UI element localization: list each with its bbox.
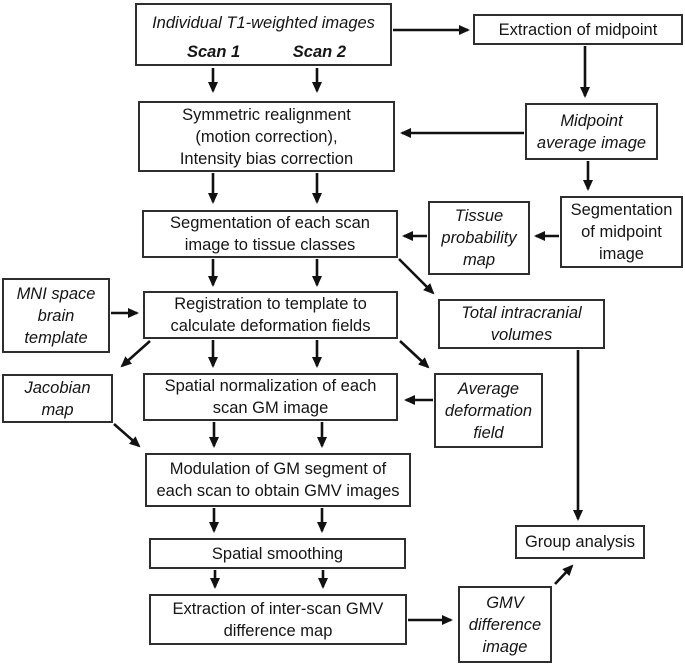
modulation-gm-segment-label: Modulation of GM segment of each scan to… [156,460,400,500]
box-spatial-normalization: Spatial normalization of each scan GM im… [143,373,398,421]
box-average-deformation-field: Average deformation field [434,373,543,448]
arrow-registration-to-jacobian [120,340,151,368]
box-extraction-of-midpoint: Extraction of midpoint [473,14,683,45]
spatial-smoothing-label: Spatial smoothing [211,544,344,563]
box-segmentation-each-scan: Segmentation of each scan image to tissu… [142,210,398,258]
box-spatial-smoothing: Spatial smoothing [149,538,406,569]
box-individual-t1-images: Individual T1-weighted images Scan 1 Sca… [135,3,392,66]
registration-to-template-label: Registration to template to calculate de… [170,295,371,335]
arrow-registration-to-avg-deformation [399,340,430,369]
gmv-difference-image-label: GMV difference image [468,593,542,656]
scan1-label: Scan 1 [187,43,241,61]
scan-row: Scan 1 Scan 2 [137,41,390,63]
average-deformation-field-label: Average deformation field [444,379,533,442]
jacobian-map-label: Jacobian map [24,378,91,419]
box-midpoint-average-image: Midpoint average image [525,103,658,160]
box-symmetric-realignment: Symmetric realignment (motion correction… [138,101,395,172]
tissue-probability-map-label: Tissue probability map [441,207,517,269]
box-mni-space-brain-template: MNI space brain template [2,278,110,353]
extraction-gmv-difference-label: Extraction of inter-scan GMV difference … [172,599,384,640]
box-registration-to-template: Registration to template to calculate de… [143,291,398,339]
mni-space-brain-template-label: MNI space brain template [16,284,96,347]
box-segmentation-midpoint-image: Segmentation of midpoint image [560,196,683,268]
midpoint-average-image-label: Midpoint average image [536,111,647,152]
box-jacobian-map: Jacobian map [2,374,113,423]
individual-t1-title: Individual T1-weighted images [152,14,375,32]
group-analysis-label: Group analysis [524,533,636,551]
total-intracranial-volumes-label: Total intracranial volumes [461,304,582,344]
spatial-normalization-label: Spatial normalization of each scan GM im… [164,377,377,417]
box-tissue-probability-map: Tissue probability map [428,201,530,275]
box-extraction-gmv-difference: Extraction of inter-scan GMV difference … [149,594,407,645]
arrow-jacobian-to-modulation [113,423,141,448]
extraction-of-midpoint-label: Extraction of midpoint [498,20,658,39]
scan2-label: Scan 2 [292,43,346,61]
box-modulation-gm-segment: Modulation of GM segment of each scan to… [145,453,411,507]
segmentation-midpoint-image-label: Segmentation of midpoint image [570,201,673,263]
arrow-gmv-difference-to-group-analysis [554,564,574,585]
segmentation-each-scan-label: Segmentation of each scan image to tissu… [170,214,370,254]
box-total-intracranial-volumes: Total intracranial volumes [438,299,605,349]
box-gmv-difference-image: GMV difference image [458,586,552,663]
symmetric-realignment-label: Symmetric realignment (motion correction… [179,105,354,168]
box-group-analysis: Group analysis [515,525,645,559]
